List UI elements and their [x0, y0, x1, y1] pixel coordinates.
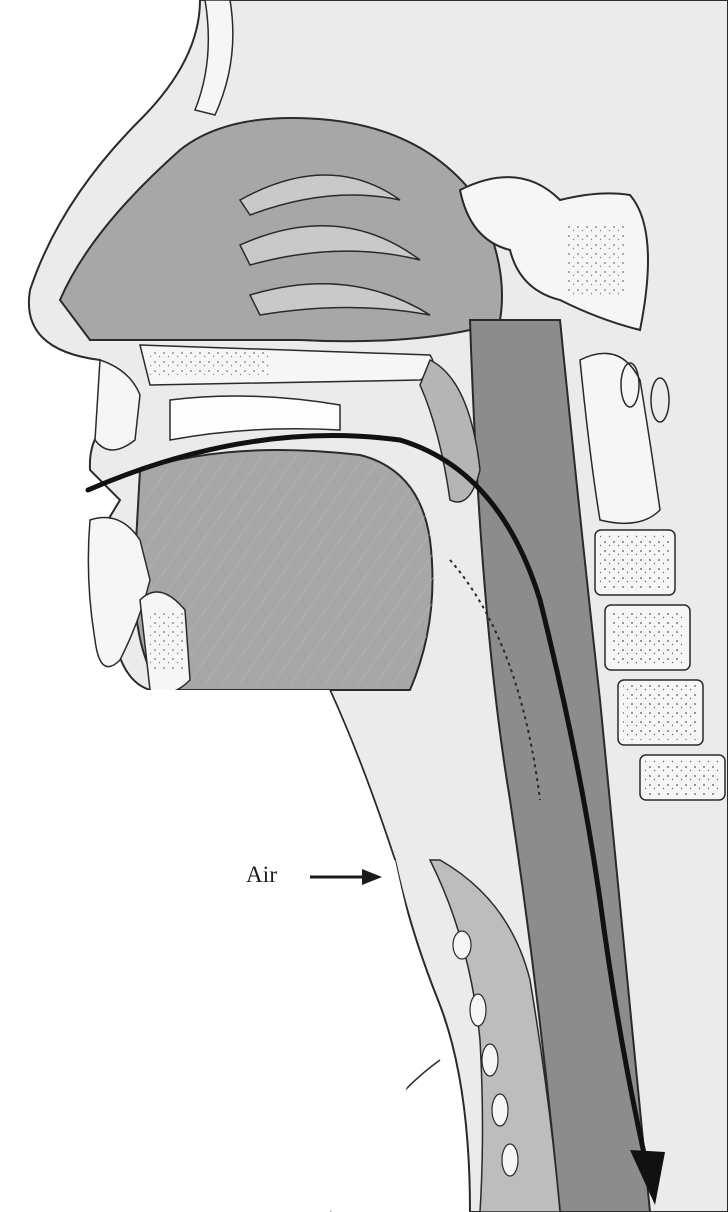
right-arrow-icon: [306, 862, 386, 892]
air-label: Air: [246, 862, 277, 888]
